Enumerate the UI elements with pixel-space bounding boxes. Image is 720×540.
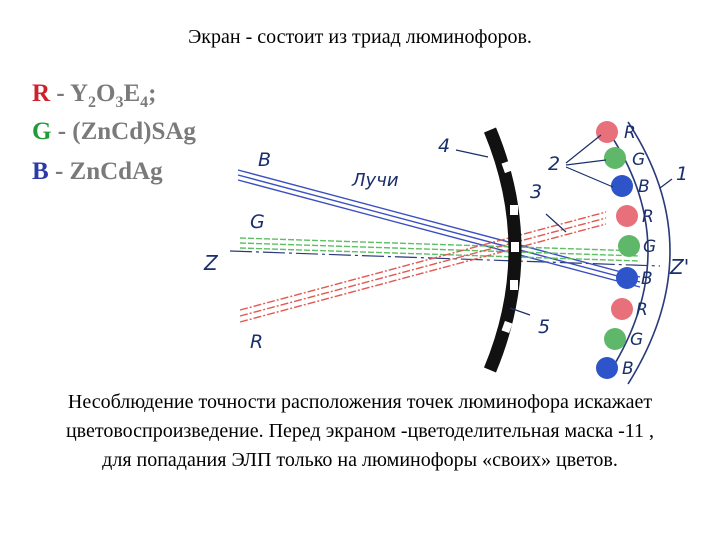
mask-holes <box>501 160 519 334</box>
label-2: 2 <box>548 153 560 175</box>
formula-green: G - (ZnCd)SAg <box>32 118 196 146</box>
description-text: Несоблюдение точности расположения точек… <box>0 388 720 475</box>
phosphor-dot-green <box>604 328 626 350</box>
formula-red-part: E <box>123 80 141 107</box>
phosphor-dot-blue <box>616 267 638 289</box>
blue-beam <box>237 169 641 288</box>
phosphor-dot-green <box>604 147 626 169</box>
phosphor-dot-red <box>616 205 638 227</box>
label-5: 5 <box>538 316 550 338</box>
description-line-2: цветовоспроизведение. Перед экраном -цве… <box>65 420 655 442</box>
phosphor-dots <box>596 121 640 379</box>
label-3: 3 <box>530 181 542 203</box>
formula-red-symbol: R <box>32 80 51 107</box>
label-1: 1 <box>676 163 688 185</box>
green-beam <box>239 237 641 262</box>
formula-blue-symbol: B <box>32 158 49 185</box>
formula-green-symbol: G <box>32 118 52 145</box>
formula-red: R - Y2O3E4; <box>32 80 157 112</box>
beam-label-g: G <box>250 211 265 233</box>
formula-red-part: O <box>96 80 116 107</box>
formula-blue-text: - ZnCdAg <box>48 158 163 185</box>
screen-letter: B <box>638 177 650 197</box>
screen-letter: R <box>642 207 654 227</box>
rays-label: Лучи <box>351 170 399 191</box>
beam-label-r: R <box>250 331 263 353</box>
slide-title: Экран - состоит из триад люминофоров. <box>188 26 532 48</box>
description-line-3: для попадания ЭЛП только на люминофоры «… <box>102 449 618 471</box>
axis-label-z-prime: Z' <box>669 255 689 279</box>
label-4: 4 <box>438 135 450 157</box>
screen-letter: R <box>624 123 636 143</box>
phosphor-dot-red <box>596 121 618 143</box>
phosphor-dot-green <box>618 235 640 257</box>
screen-letter: B <box>641 269 653 289</box>
leader-lines <box>455 134 673 316</box>
phosphor-dot-blue <box>596 357 618 379</box>
formula-red-sep: - <box>50 80 70 107</box>
screen-letter: B <box>622 359 634 379</box>
formula-blue: B - ZnCdAg <box>32 158 163 186</box>
formula-red-sub: 3 <box>115 94 124 111</box>
phosphor-dot-red <box>611 298 633 320</box>
formula-red-part: Y <box>69 80 89 107</box>
formula-red-part: ; <box>148 80 157 107</box>
screen-letter: R <box>636 300 648 320</box>
formula-red-sub: 2 <box>88 94 97 111</box>
red-beam <box>239 211 607 323</box>
beam-label-b: B <box>258 149 271 171</box>
screen-letter: G <box>632 150 645 170</box>
screen-outer <box>627 121 671 385</box>
screen-letter: G <box>643 237 656 257</box>
screen-letters: R G B R G B R G B <box>622 123 656 379</box>
optical-axis <box>229 250 661 267</box>
screen-letter: G <box>630 330 643 350</box>
phosphor-dot-blue <box>611 175 633 197</box>
description-line-1: Несоблюдение точности расположения точек… <box>67 391 653 413</box>
formula-green-text: - (ZnCd)SAg <box>51 118 196 145</box>
axis-label-z: Z <box>203 251 219 275</box>
formula-red-sub: 4 <box>140 94 149 111</box>
